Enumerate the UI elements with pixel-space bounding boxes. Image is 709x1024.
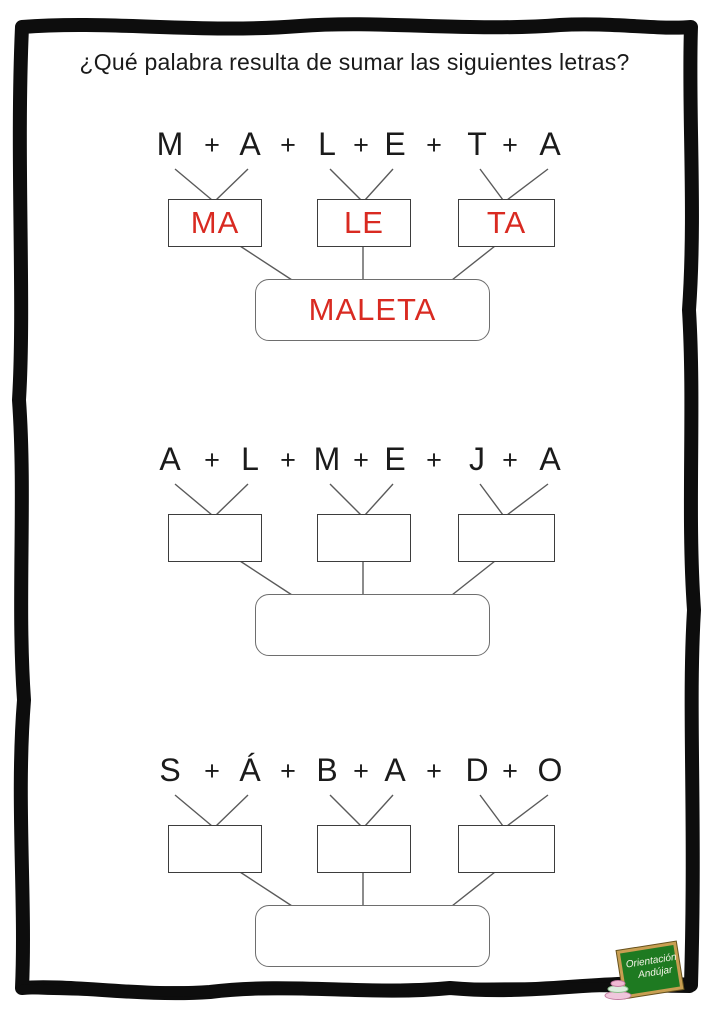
plus-sign: + xyxy=(353,130,369,160)
syllable-box[interactable] xyxy=(168,514,262,562)
plus-sign: + xyxy=(502,445,518,475)
plus-sign: + xyxy=(280,445,296,475)
letter: D xyxy=(465,752,489,788)
plus-sign: + xyxy=(280,756,296,786)
result-box[interactable] xyxy=(255,594,490,656)
syllable-text: TA xyxy=(486,205,527,240)
plus-sign: + xyxy=(426,130,442,160)
letter: A xyxy=(539,126,561,162)
result-box[interactable]: MALETA xyxy=(255,279,490,341)
plus-sign: + xyxy=(502,130,518,160)
letter: L xyxy=(241,441,259,477)
connector-lines xyxy=(174,168,549,281)
letter: M xyxy=(156,126,184,162)
page-title: ¿Qué palabra resulta de sumar las siguie… xyxy=(79,49,630,75)
plus-sign: + xyxy=(204,445,220,475)
letter: J xyxy=(469,441,485,477)
letter: T xyxy=(467,126,487,162)
plus-sign: + xyxy=(204,756,220,786)
letter: A xyxy=(159,441,181,477)
result-box[interactable] xyxy=(255,905,490,967)
letter: M xyxy=(313,441,341,477)
letter: A xyxy=(239,126,261,162)
syllable-box[interactable]: TA xyxy=(458,199,555,247)
syllable-box[interactable] xyxy=(168,825,262,873)
stacking-rings-icon xyxy=(603,976,633,1000)
plus-sign: + xyxy=(426,756,442,786)
syllable-text: LE xyxy=(344,205,384,240)
plus-sign: + xyxy=(353,445,369,475)
syllable-box[interactable] xyxy=(317,825,411,873)
plus-sign: + xyxy=(204,130,220,160)
plus-sign: + xyxy=(280,130,296,160)
syllable-box[interactable]: LE xyxy=(317,199,411,247)
connector-lines xyxy=(174,794,549,907)
letter: O xyxy=(537,752,563,788)
syllable-box[interactable] xyxy=(458,514,555,562)
exercise-3: S + Á + B + A + D + O xyxy=(0,748,709,967)
letter: B xyxy=(316,752,338,788)
letter: E xyxy=(384,441,406,477)
letter: L xyxy=(318,126,336,162)
connector-lines xyxy=(174,483,549,596)
plus-sign: + xyxy=(426,445,442,475)
letter: A xyxy=(539,441,561,477)
letter: A xyxy=(384,752,406,788)
letter: E xyxy=(384,126,406,162)
syllable-box[interactable] xyxy=(458,825,555,873)
letter: S xyxy=(159,752,181,788)
plus-sign: + xyxy=(502,756,518,786)
ring-top xyxy=(610,980,626,987)
letter: Á xyxy=(239,752,261,788)
exercise-1: M + A + L + E + T + A MA LE TA MALETA xyxy=(0,122,709,341)
plus-sign: + xyxy=(353,756,369,786)
syllable-box[interactable]: MA xyxy=(168,199,262,247)
exercise-2: A + L + M + E + J + A xyxy=(0,437,709,656)
result-text: MALETA xyxy=(308,292,437,327)
orientacion-andujar-logo: Orientación Andújar xyxy=(602,940,706,1016)
syllable-text: MA xyxy=(190,205,240,240)
syllable-box[interactable] xyxy=(317,514,411,562)
